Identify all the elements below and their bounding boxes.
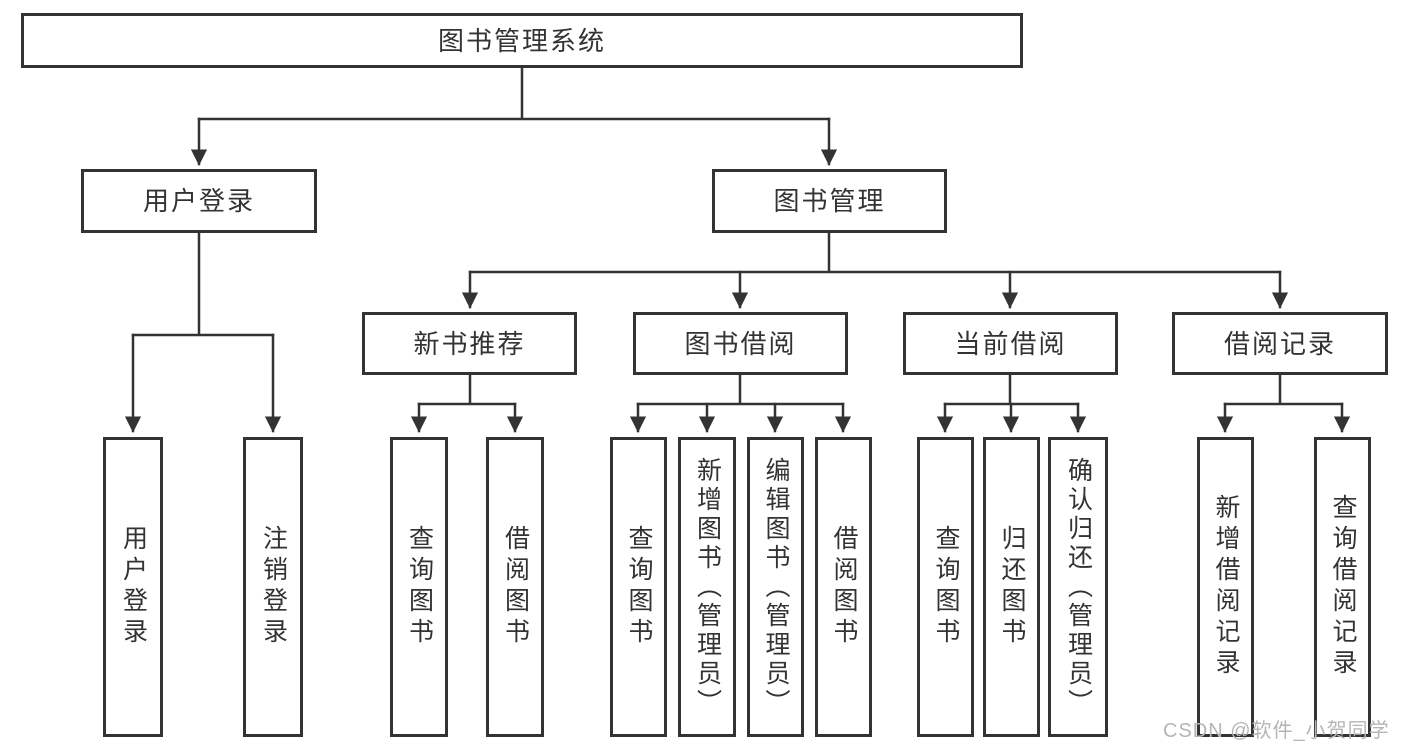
node-current-borrow: 当前借阅	[903, 312, 1118, 375]
edges-book-borrow-to-leaves	[629, 373, 852, 433]
node-book-management: 图书管理	[712, 169, 947, 233]
leaf-edit-book-admin: 编辑图书（管理员）	[747, 437, 804, 737]
leaf-query-books-current: 查询图书	[917, 437, 974, 737]
edges-book-management-to-level3	[461, 231, 1289, 309]
edges-current-borrow-to-leaves	[936, 373, 1087, 433]
node-book-borrow: 图书借阅	[633, 312, 848, 375]
edges-user-login-to-leaves	[124, 231, 282, 433]
leaf-add-book-admin: 新增图书（管理员）	[678, 437, 736, 737]
edges-borrow-records-to-leaves	[1216, 373, 1351, 433]
leaf-user-login: 用户登录	[103, 437, 163, 737]
leaf-query-books-borrow: 查询图书	[610, 437, 667, 737]
node-new-book-recommend: 新书推荐	[362, 312, 577, 375]
edges-new-book-recommend-to-leaves	[410, 373, 524, 433]
leaf-logout: 注销登录	[243, 437, 303, 737]
node-borrow-records: 借阅记录	[1172, 312, 1388, 375]
edges-root-to-level2	[190, 66, 838, 166]
node-user-login: 用户登录	[81, 169, 317, 233]
leaf-confirm-return-admin: 确认归还（管理员）	[1048, 437, 1108, 737]
leaf-query-books-recommend: 查询图书	[390, 437, 448, 737]
leaf-add-borrow-record: 新增借阅记录	[1197, 437, 1254, 737]
csdn-watermark: CSDN @软件_小贺同学	[1163, 720, 1390, 742]
leaf-query-borrow-record: 查询借阅记录	[1314, 437, 1371, 737]
leaf-borrow-books-recommend: 借阅图书	[486, 437, 544, 737]
node-root-library-management-system: 图书管理系统	[21, 13, 1023, 68]
leaf-borrow-books: 借阅图书	[815, 437, 872, 737]
leaf-return-books: 归还图书	[983, 437, 1040, 737]
